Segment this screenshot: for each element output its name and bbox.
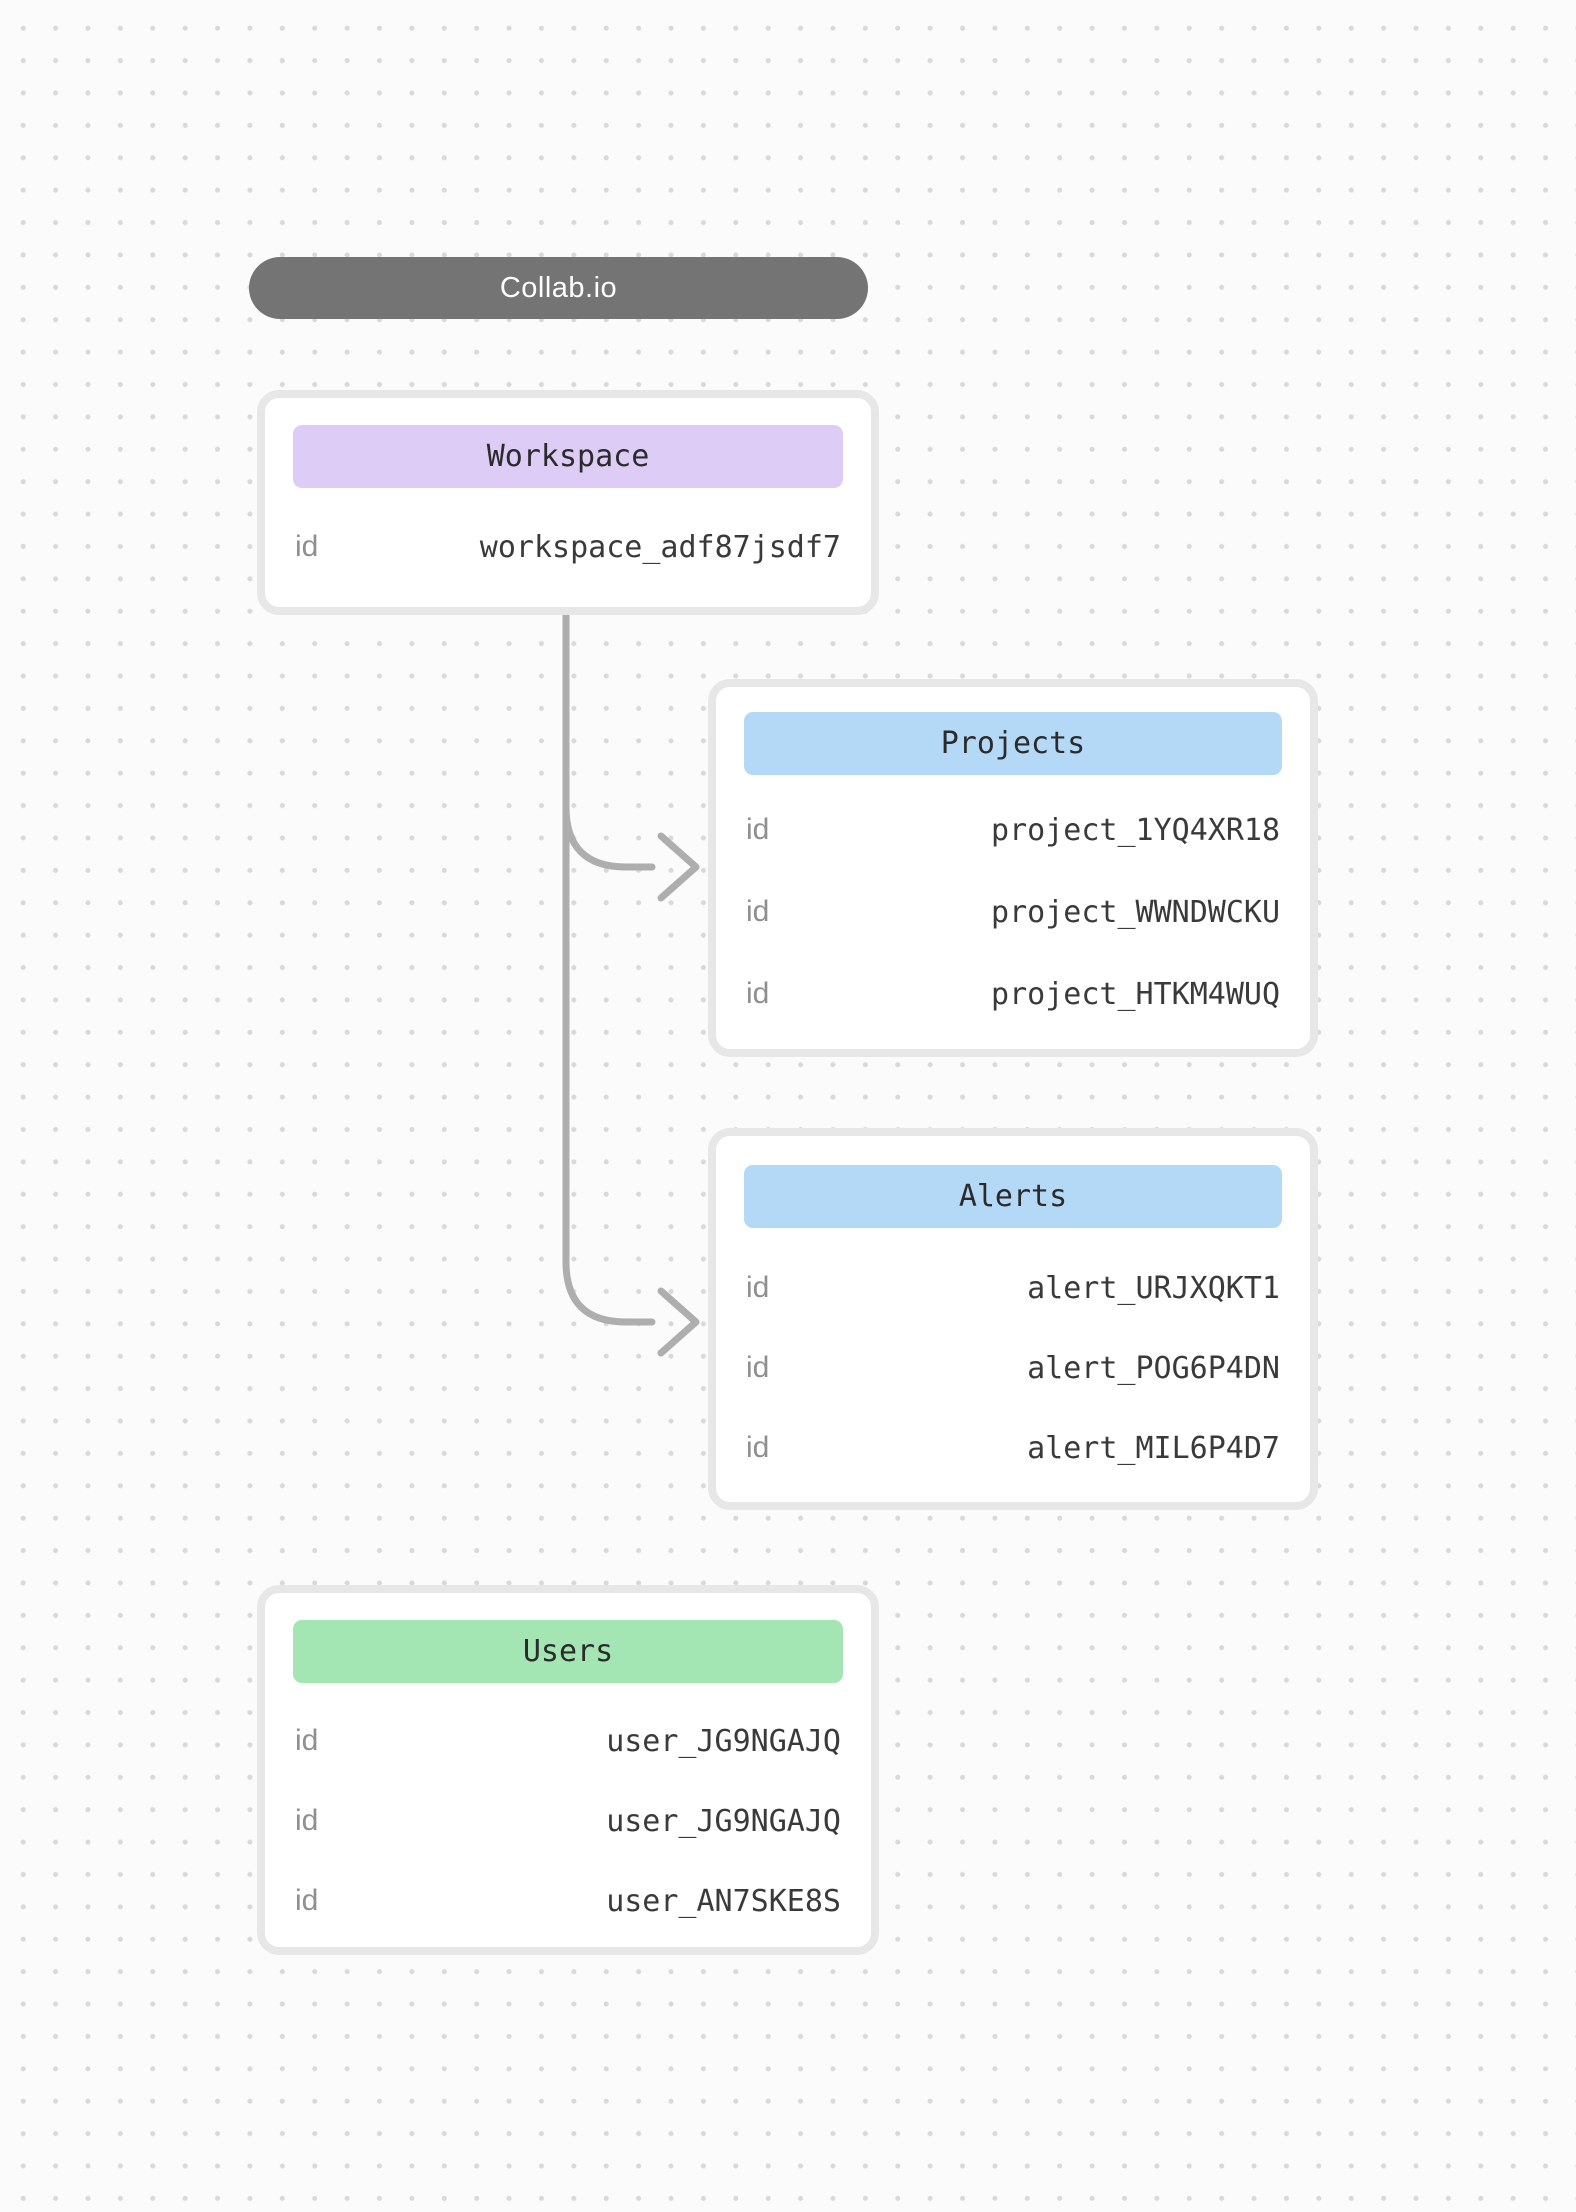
field-value: alert_URJXQKT1 xyxy=(1027,1270,1280,1306)
field-value: workspace_adf87jsdf7 xyxy=(479,529,841,565)
workspace-alerts-connector xyxy=(562,611,656,1326)
workspace-card-header: Workspace xyxy=(293,425,843,488)
field-value: project_WWNDWCKU xyxy=(991,894,1280,930)
workspace-card-rows: id workspace_adf87jsdf7 xyxy=(293,488,843,606)
projects-card-header: Projects xyxy=(744,712,1282,775)
table-row: id user_JG9NGAJQ xyxy=(295,1701,841,1781)
table-row: id workspace_adf87jsdf7 xyxy=(295,488,841,606)
table-row: id project_1YQ4XR18 xyxy=(746,789,1280,871)
app-title: Collab.io xyxy=(499,271,618,304)
field-label: id xyxy=(746,977,770,1010)
table-row: id user_JG9NGAJQ xyxy=(295,1781,841,1861)
arrowhead-projects-icon xyxy=(657,832,700,902)
field-value: alert_POG6P4DN xyxy=(1027,1350,1280,1386)
field-value: project_1YQ4XR18 xyxy=(991,812,1280,848)
field-value: project_HTKM4WUQ xyxy=(991,976,1280,1012)
users-card-rows: id user_JG9NGAJQ id user_JG9NGAJQ id use… xyxy=(293,1683,843,1941)
table-row: id project_WWNDWCKU xyxy=(746,871,1280,953)
projects-card-rows: id project_1YQ4XR18 id project_WWNDWCKU … xyxy=(744,775,1282,1035)
field-label: id xyxy=(746,1271,770,1304)
alerts-card-rows: id alert_URJXQKT1 id alert_POG6P4DN id a… xyxy=(744,1228,1282,1488)
field-value: user_AN7SKE8S xyxy=(606,1883,841,1919)
workspace-card[interactable]: Workspace id workspace_adf87jsdf7 xyxy=(257,390,879,615)
field-value: user_JG9NGAJQ xyxy=(606,1803,841,1839)
field-label: id xyxy=(746,895,770,928)
arrowhead-alerts-icon xyxy=(657,1287,700,1357)
table-row: id alert_URJXQKT1 xyxy=(746,1248,1280,1328)
field-label: id xyxy=(746,1431,770,1464)
alerts-card-header: Alerts xyxy=(744,1165,1282,1228)
field-label: id xyxy=(746,1351,770,1384)
table-row: id alert_MIL6P4D7 xyxy=(746,1408,1280,1488)
users-card[interactable]: Users id user_JG9NGAJQ id user_JG9NGAJQ … xyxy=(257,1585,879,1955)
users-card-header: Users xyxy=(293,1620,843,1683)
field-label: id xyxy=(295,530,319,563)
field-label: id xyxy=(295,1804,319,1837)
table-row: id alert_POG6P4DN xyxy=(746,1328,1280,1408)
table-row: id project_HTKM4WUQ xyxy=(746,953,1280,1035)
alerts-card[interactable]: Alerts id alert_URJXQKT1 id alert_POG6P4… xyxy=(708,1128,1318,1510)
field-label: id xyxy=(746,813,770,846)
field-label: id xyxy=(295,1884,319,1917)
app-title-node[interactable]: Collab.io xyxy=(249,257,868,319)
projects-card[interactable]: Projects id project_1YQ4XR18 id project_… xyxy=(708,679,1318,1057)
field-label: id xyxy=(295,1724,319,1757)
table-row: id user_AN7SKE8S xyxy=(295,1861,841,1941)
field-value: alert_MIL6P4D7 xyxy=(1027,1430,1280,1466)
workspace-projects-connector xyxy=(562,803,656,871)
field-value: user_JG9NGAJQ xyxy=(606,1723,841,1759)
